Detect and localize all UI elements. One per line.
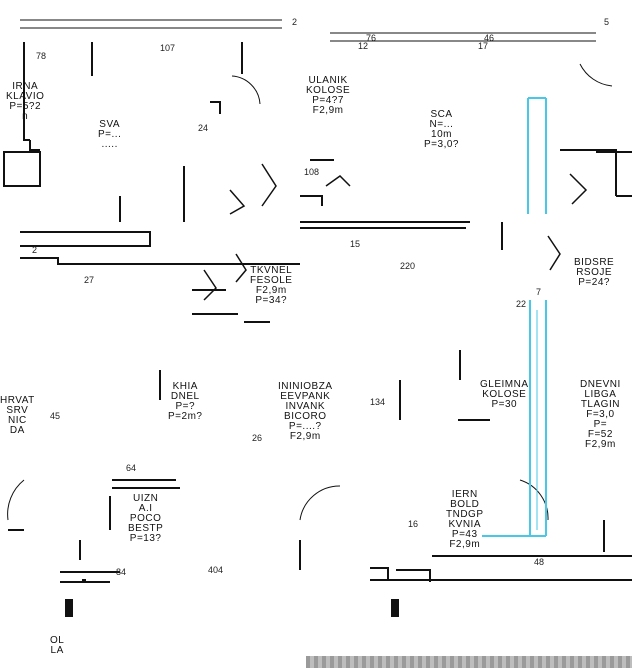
dimension-label: 27 [84,275,95,285]
room-label-left-mid: HRVAT SRV NIC DA [0,395,35,436]
room-label-bottom-center: IERN BOLD TNDGP KVNIA P=43 F2,9m [446,489,484,550]
dimension-label: 45 [50,411,61,421]
dimension-label: 78 [36,51,47,61]
dimension-label: 220 [400,261,416,271]
dimension-label: 404 [208,565,224,575]
dimension-label: 16 [408,519,419,529]
room-label-top-right: SCA N=... 10m P=3,0? [424,109,459,150]
dimension-label: 84 [116,567,127,577]
room-label-top-center-left: SVA P=... ..... [98,119,122,150]
dimension-label: 107 [160,43,176,53]
dimension-label: 108 [304,167,320,177]
dimension-label: 5 [604,17,610,27]
room-label-kitchen: KHIA DNEL P=? P=2m? [168,381,203,422]
dimension-label: 64 [126,463,137,473]
dimension-label: 26 [252,433,263,443]
dimension-label: 48 [534,557,545,567]
dimension-label: 2 [32,245,38,255]
scale-bar [306,656,632,668]
room-label-living-center: ININIOBZA EEVPANK INVANK BICORO P=....? … [278,381,333,442]
dimension-label: 24 [198,123,209,133]
dimension-label: 15 [350,239,361,249]
dimension-label: 12 [358,41,369,51]
room-label-dining-right: GLEIMNA KOLOSE P=30 [480,379,529,410]
room-label-hall: TKVNEL FESOLE F2,9m P=34? [250,265,293,306]
dimension-label: 134 [370,397,386,407]
walls [3,19,632,617]
dimension-label: 46 [484,33,495,43]
room-label-top-left: IRNA KLAVIO P=5?2 n [6,81,45,122]
room-label-right-mid: BIDSRE RSOJE P=24? [574,257,615,288]
room-label-top-center: ULANIK KOLOSE P=4?7 F2,9m [306,75,351,116]
dimension-label: 17 [478,41,489,51]
room-label-bottom-tag: OL LA [50,635,65,656]
dimension-label: 22 [516,299,527,309]
dimension-label: 2 [292,17,298,27]
dimension-label: 76 [366,33,377,43]
glazing [482,97,547,537]
diagonal-details [203,163,588,301]
dimension-label: 7 [536,287,542,297]
room-label-far-right: DNEVNI LIBGA TLAGIN F=3,0 P= F=52 F2,9m [580,379,621,450]
room-label-bottom-left: UIZN A.I POCO BESTP P=13? [128,493,164,544]
